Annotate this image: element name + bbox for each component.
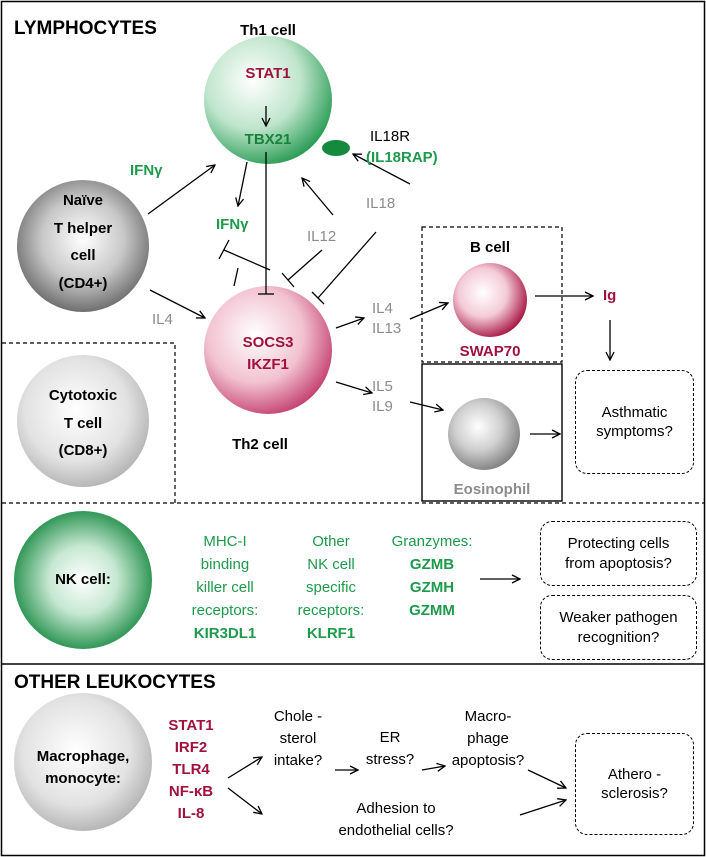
- asthmatic-symptoms-box: Asthmatic symptoms?: [575, 370, 694, 474]
- th1-cell-label: Th1 cell: [240, 22, 296, 39]
- naive-line-3: cell: [70, 247, 96, 264]
- nk-gene-gzmm: GZMM: [409, 602, 455, 619]
- il9: IL9: [372, 397, 393, 415]
- other-leukocytes-heading: OTHER LEUKOCYTES: [14, 672, 216, 693]
- il18rap-gene: (IL18RAP): [366, 149, 438, 166]
- b-cell-label: B cell: [469, 239, 511, 256]
- macrophage-gene-nfkb: NF-κB: [168, 783, 214, 800]
- er-stress-label: ER stress?: [366, 727, 414, 771]
- cytotoxic-t-cell: [17, 355, 149, 487]
- il5-il9-label: IL5 IL9: [372, 377, 393, 416]
- macrophage-gene-irf2: IRF2: [174, 739, 208, 756]
- nk-granzyme-column: Granzymes: GZMB GZMH GZMM: [392, 530, 473, 622]
- naive-t-helper-cell: [17, 180, 149, 312]
- er-line-1: ER: [379, 729, 401, 746]
- il18-label: IL18: [366, 195, 396, 212]
- th2-gene-ikzf1: IKZF1: [247, 356, 289, 373]
- macrophage-gene-il8: IL-8: [177, 805, 205, 822]
- nk-col2-line1: Other: [312, 533, 350, 550]
- b-cell: [453, 263, 527, 337]
- nk-col2-line2: NK cell: [307, 556, 355, 573]
- il18r-receptor-shape: [322, 140, 350, 156]
- macrophage-gene-tlr4: TLR4: [172, 761, 210, 778]
- macrophage-apoptosis-label: Macro- phage apoptosis?: [452, 706, 525, 772]
- protecting-cells-box: Protecting cells from apoptosis?: [540, 521, 697, 586]
- pathogen-recognition-box: Weaker pathogen recognition?: [540, 595, 697, 660]
- il12-label: IL12: [307, 228, 337, 245]
- eosinophil-cell: [448, 398, 520, 470]
- macrophage-gene-stat1: STAT1: [168, 717, 214, 734]
- athero-line-1: Athero -: [607, 765, 662, 783]
- apop-line-2: phage: [467, 730, 509, 747]
- apop-line-1: Macro-: [464, 708, 512, 725]
- athero-line-2: sclerosis?: [601, 785, 668, 802]
- nk-cell: [14, 511, 152, 649]
- adhesion-label: Adhesion to endothelial cells?: [338, 798, 453, 842]
- lymphocytes-heading: LYMPHOCYTES: [14, 18, 157, 39]
- macrophage-cell: [14, 693, 152, 831]
- nk-gene-gzmh: GZMH: [409, 579, 455, 596]
- nk-cell-label: NK cell:: [55, 571, 111, 588]
- th1-cell: [204, 36, 332, 164]
- nk-col1-line3: killer cell: [196, 579, 254, 596]
- nk-kir-column: MHC-I binding killer cell receptors: KIR…: [192, 530, 259, 645]
- macrophage-line-2: monocyte:: [45, 770, 121, 787]
- th1-gene-stat1: STAT1: [245, 65, 291, 82]
- nk-gene-kir3dl1: KIR3DL1: [193, 625, 257, 642]
- th2-cell-label: Th2 cell: [232, 436, 288, 453]
- nk-col1-line4: receptors:: [191, 602, 259, 619]
- il4-right: IL4: [372, 300, 393, 317]
- nk-col1-line2: binding: [200, 556, 250, 573]
- protect-line-1: Protecting cells: [567, 535, 670, 552]
- th2-cell: [204, 286, 332, 414]
- adhesion-line-1: Adhesion to: [356, 800, 436, 817]
- naive-line-1: Naïve: [62, 192, 104, 209]
- b-cell-gene-swap70: SWAP70: [459, 343, 521, 360]
- cholesterol-intake-label: Chole - sterol intake?: [274, 706, 322, 772]
- ifng-left-label: IFNγ: [130, 162, 163, 179]
- eosinophil-label: Eosinophil: [453, 481, 531, 498]
- naive-t-helper-label: Naïve T helper cell (CD4+): [54, 191, 112, 293]
- naive-line-4: (CD4+): [58, 274, 108, 292]
- cytotoxic-line-3: (CD8+): [58, 442, 108, 459]
- adhesion-line-2: endothelial cells?: [338, 822, 454, 839]
- nk-gene-gzmb: GZMB: [409, 556, 455, 573]
- nk-klrf-column: Other NK cell specific receptors: KLRF1: [298, 530, 365, 645]
- granzymes-label: Granzymes:: [391, 533, 473, 550]
- chol-line-2: sterol: [279, 730, 317, 747]
- asthma-line-2: symptoms?: [596, 423, 673, 440]
- nk-col1-line1: MHC-I: [203, 533, 247, 550]
- atherosclerosis-box: Athero - sclerosis?: [575, 733, 694, 835]
- chol-line-3: intake?: [273, 752, 323, 769]
- nk-gene-klrf1: KLRF1: [306, 625, 356, 642]
- ifng-mid-label: IFNγ: [216, 216, 249, 233]
- il18r-label: IL18R: [370, 128, 411, 145]
- cytotoxic-line-2: T cell: [63, 414, 103, 432]
- asthma-line-1: Asthmatic: [601, 403, 668, 421]
- nk-col2-line3: specific: [305, 579, 357, 596]
- il5: IL5: [372, 378, 393, 395]
- il4-il13-label: IL4 IL13: [372, 299, 401, 338]
- macrophage-line-1: Macrophage,: [36, 748, 130, 765]
- th2-gene-socs3: SOCS3: [242, 334, 294, 351]
- ig-label: Ig: [603, 287, 617, 304]
- macrophage-label: Macrophage, monocyte:: [37, 746, 130, 790]
- cytotoxic-line-1: Cytotoxic: [48, 387, 118, 404]
- er-line-2: stress?: [365, 751, 415, 768]
- chol-line-1: Chole -: [273, 708, 323, 725]
- il4-left-label: IL4: [152, 311, 173, 328]
- macrophage-gene-list: STAT1 IRF2 TLR4 NF-κB IL-8: [168, 715, 213, 825]
- il13: IL13: [372, 319, 402, 337]
- cytotoxic-t-cell-label: Cytotoxic T cell (CD8+): [49, 386, 117, 461]
- pathogen-line-2: recognition?: [577, 628, 660, 646]
- naive-line-2: T helper: [53, 219, 113, 237]
- th1-gene-tbx21: TBX21: [244, 131, 292, 148]
- pathogen-line-1: Weaker pathogen: [559, 609, 678, 626]
- apop-line-3: apoptosis?: [451, 752, 525, 769]
- protect-line-2: from apoptosis?: [565, 554, 672, 572]
- nk-col2-line4: receptors:: [297, 602, 365, 619]
